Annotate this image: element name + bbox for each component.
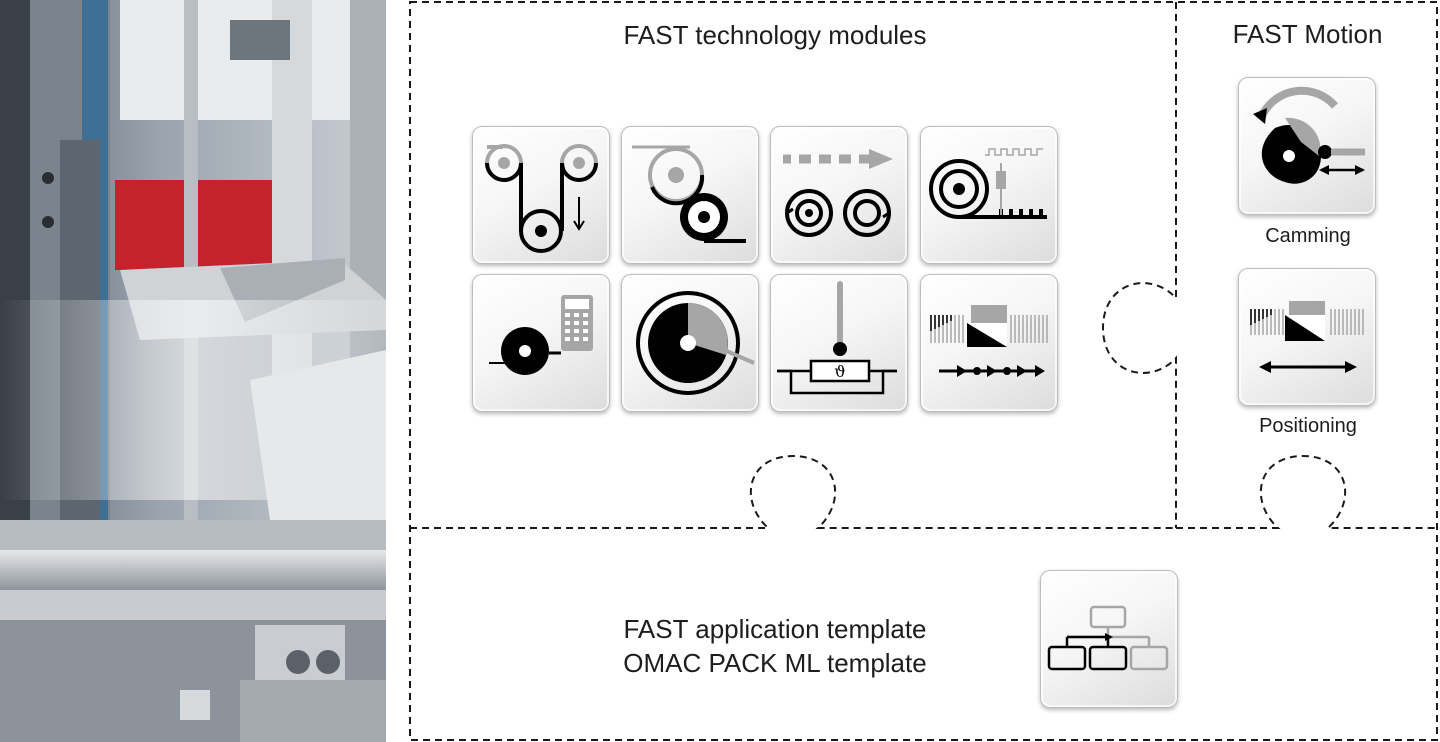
tile-application-template[interactable]: [1040, 570, 1178, 708]
tile-positioning[interactable]: [1238, 268, 1376, 406]
tile-winding-transfer[interactable]: [621, 126, 759, 264]
svg-text:ϑ: ϑ: [834, 362, 845, 381]
positioning-icon: [1250, 301, 1364, 373]
tile-camming[interactable]: [1238, 77, 1376, 215]
application-template-line1: FAST application template: [623, 614, 927, 644]
hierarchy-template-icon: [1047, 605, 1169, 671]
tile-register-control[interactable]: [920, 126, 1058, 264]
motion-heading: FAST Motion: [1232, 19, 1383, 49]
tile-diameter-calculation[interactable]: [472, 274, 610, 412]
application-template-line2: OMAC PACK ML template: [623, 648, 927, 678]
dancer-control-icon: [485, 144, 598, 253]
technology-modules-heading: FAST technology modules: [623, 20, 927, 50]
puzzle-seam-horizontal: [410, 454, 1437, 529]
temperature-control-icon: ϑ: [777, 281, 897, 395]
flying-saw-icon: [930, 305, 1048, 377]
tile-flying-saw[interactable]: [920, 274, 1058, 412]
positioning-label: Positioning: [1259, 415, 1357, 437]
camming-label: Camming: [1265, 225, 1351, 247]
roll-diameter-icon: [636, 291, 755, 395]
tile-temperature-control[interactable]: ϑ: [770, 274, 908, 412]
tile-synchronized-rollers[interactable]: [770, 126, 908, 264]
puzzle-seam-vertical: [1101, 2, 1177, 528]
winding-transfer-icon: [632, 145, 746, 243]
application-template-text: FAST application template OMAC PACK ML t…: [520, 612, 1030, 680]
tile-roll-diameter[interactable]: [621, 274, 759, 412]
synchronized-rollers-icon: [783, 149, 893, 237]
diameter-calculation-icon: [489, 295, 593, 375]
cam-icon: [1253, 86, 1365, 184]
register-control-icon: [929, 148, 1047, 219]
packaging-machine-photo: [0, 0, 386, 742]
tile-dancer-control[interactable]: [472, 126, 610, 264]
